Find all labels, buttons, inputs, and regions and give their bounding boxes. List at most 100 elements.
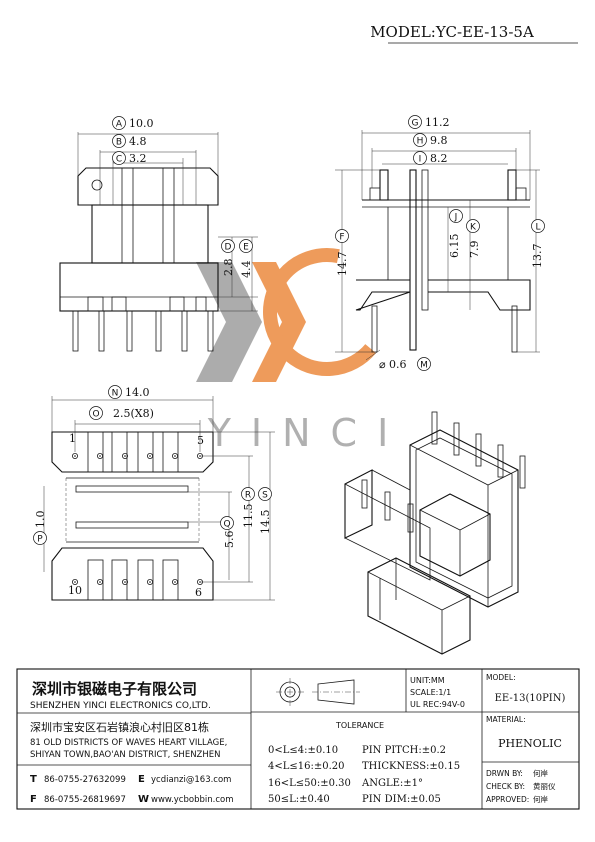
svg-text:3.2: 3.2	[129, 152, 147, 165]
pin-label-5: 5	[197, 434, 204, 447]
svg-text:0.6: 0.6	[389, 358, 407, 371]
dim-H: H 9.8	[413, 133, 448, 147]
address-en-line1: 81 OLD DISTRICTS OF WAVES HEART VILLAGE,	[30, 738, 227, 748]
dim-C: C 3.2	[112, 151, 147, 165]
pin-label-1: 1	[69, 432, 76, 445]
svg-text:I: I	[419, 155, 422, 165]
svg-text:6.15: 6.15	[448, 234, 461, 259]
approved-label: APPROVED:	[486, 795, 529, 804]
model-title: MODEL:YC-EE-13-5A	[370, 23, 534, 41]
svg-text:H: H	[417, 137, 424, 147]
svg-text:J: J	[454, 213, 458, 223]
unit: UNIT:MM	[410, 676, 445, 685]
scale: SCALE:1/1	[410, 688, 451, 697]
svg-text:G: G	[412, 119, 419, 129]
svg-text:D: D	[225, 243, 232, 253]
dim-P: P 1.0	[33, 511, 47, 545]
svg-text:E: E	[243, 243, 249, 253]
dim-O: O 2.5(X8)	[89, 406, 154, 420]
dim-E: E 4.4	[239, 239, 253, 279]
tel-number: 86-0755-27632099	[44, 775, 126, 785]
dim-B: B 4.8	[112, 134, 147, 148]
dim-R: R 11.5	[241, 487, 255, 529]
svg-text:9.8: 9.8	[430, 134, 448, 147]
tolerance-right-1: THICKNESS:±0.15	[362, 761, 460, 772]
dim-K: K 7.9	[466, 219, 481, 259]
svg-text:P: P	[37, 535, 43, 545]
email-label: E	[138, 774, 145, 785]
dim-S: S 14.5	[258, 487, 272, 535]
address-en-line2: SHIYAN TOWN,BAO'AN DISTRICT, SHENZHEN	[30, 750, 221, 760]
svg-text:14.0: 14.0	[125, 386, 150, 399]
side-view	[335, 130, 540, 361]
svg-text:13.7: 13.7	[531, 244, 544, 269]
svg-text:Q: Q	[223, 520, 230, 530]
svg-text:4.8: 4.8	[129, 135, 147, 148]
material-value: PHENOLIC	[498, 737, 562, 750]
dim-F: F 14.7	[335, 229, 349, 277]
projection-symbol-icon	[276, 678, 360, 706]
tolerance-left-2: 16<L≤50:±0.30	[268, 778, 351, 789]
svg-text:O: O	[92, 410, 99, 420]
pin-label-6: 6	[195, 586, 202, 599]
svg-text:14.5: 14.5	[259, 510, 272, 535]
svg-text:11.5: 11.5	[242, 504, 255, 529]
fax-label: F	[30, 794, 37, 805]
svg-text:8.2: 8.2	[430, 152, 448, 165]
fax-number: 86-0755-26819697	[44, 795, 126, 805]
watermark-text: YINCI	[207, 411, 409, 455]
svg-text:F: F	[339, 233, 344, 243]
dim-D: D 2.8	[221, 239, 235, 277]
ul-rec: UL REC:94V-0	[410, 700, 465, 709]
svg-text:4.4: 4.4	[240, 261, 253, 279]
svg-text:5.6: 5.6	[223, 531, 236, 549]
title-block-frame	[16, 668, 580, 810]
website[interactable]: www.ycbobbin.com	[151, 795, 233, 805]
tolerance-left-0: 0<L≤4:±0.10	[268, 745, 338, 756]
dim-N: N 14.0	[108, 385, 150, 399]
company-name-cn: 深圳市银磁电子有限公司	[32, 680, 197, 698]
svg-text:1.0: 1.0	[34, 511, 47, 529]
dim-I: I 8.2	[413, 151, 448, 165]
svg-text:K: K	[470, 223, 477, 233]
dim-Q: 5.6 Q	[220, 516, 236, 549]
dim-M: ⌀ 0.6 M	[379, 357, 431, 371]
svg-text:14.7: 14.7	[336, 252, 349, 277]
tolerance-left-3: 50≤L:±0.40	[268, 794, 330, 805]
yinci-watermark-logo	[196, 248, 391, 382]
dim-G: G 11.2	[408, 115, 450, 129]
isometric-view	[344, 411, 526, 655]
tel-label: T	[30, 774, 37, 785]
approved-name: 何岸	[533, 794, 548, 804]
tolerance-title: TOLERANCE	[335, 721, 384, 730]
svg-text:R: R	[245, 491, 251, 501]
dim-A: A 10.0	[112, 116, 154, 130]
svg-text:2.5(X8): 2.5(X8)	[113, 407, 154, 420]
tolerance-left-1: 4<L≤16:±0.20	[268, 761, 345, 772]
svg-text:7.9: 7.9	[468, 241, 481, 259]
svg-text:A: A	[116, 120, 123, 130]
tolerance-right-2: ANGLE:±1°	[361, 778, 423, 789]
address-cn: 深圳市宝安区石岩镇浪心村旧区81栋	[30, 720, 209, 734]
check-by-label: CHECK BY:	[486, 782, 525, 791]
svg-text:2.8: 2.8	[222, 259, 235, 277]
svg-text:B: B	[116, 138, 122, 148]
svg-text:N: N	[112, 389, 119, 399]
model-label: MODEL:	[486, 673, 516, 682]
svg-text:S: S	[262, 491, 268, 501]
tolerance-right-3: PIN DIM:±0.05	[362, 794, 441, 805]
drawn-by-name: 何岸	[533, 768, 548, 778]
bottom-view	[43, 396, 275, 601]
svg-text:M: M	[420, 361, 428, 371]
svg-text:L: L	[535, 223, 540, 233]
material-label: MATERIAL:	[486, 715, 526, 724]
model-value: EE-13(10PIN)	[495, 693, 566, 704]
email-address[interactable]: ycdianzi@163.com	[151, 775, 231, 785]
dim-L: L 13.7	[531, 219, 545, 269]
svg-text:11.2: 11.2	[425, 116, 450, 129]
front-view	[59, 132, 258, 352]
pin-label-10: 10	[68, 584, 82, 597]
svg-text:10.0: 10.0	[129, 117, 154, 130]
drawn-by-label: DRWN BY:	[486, 769, 523, 778]
